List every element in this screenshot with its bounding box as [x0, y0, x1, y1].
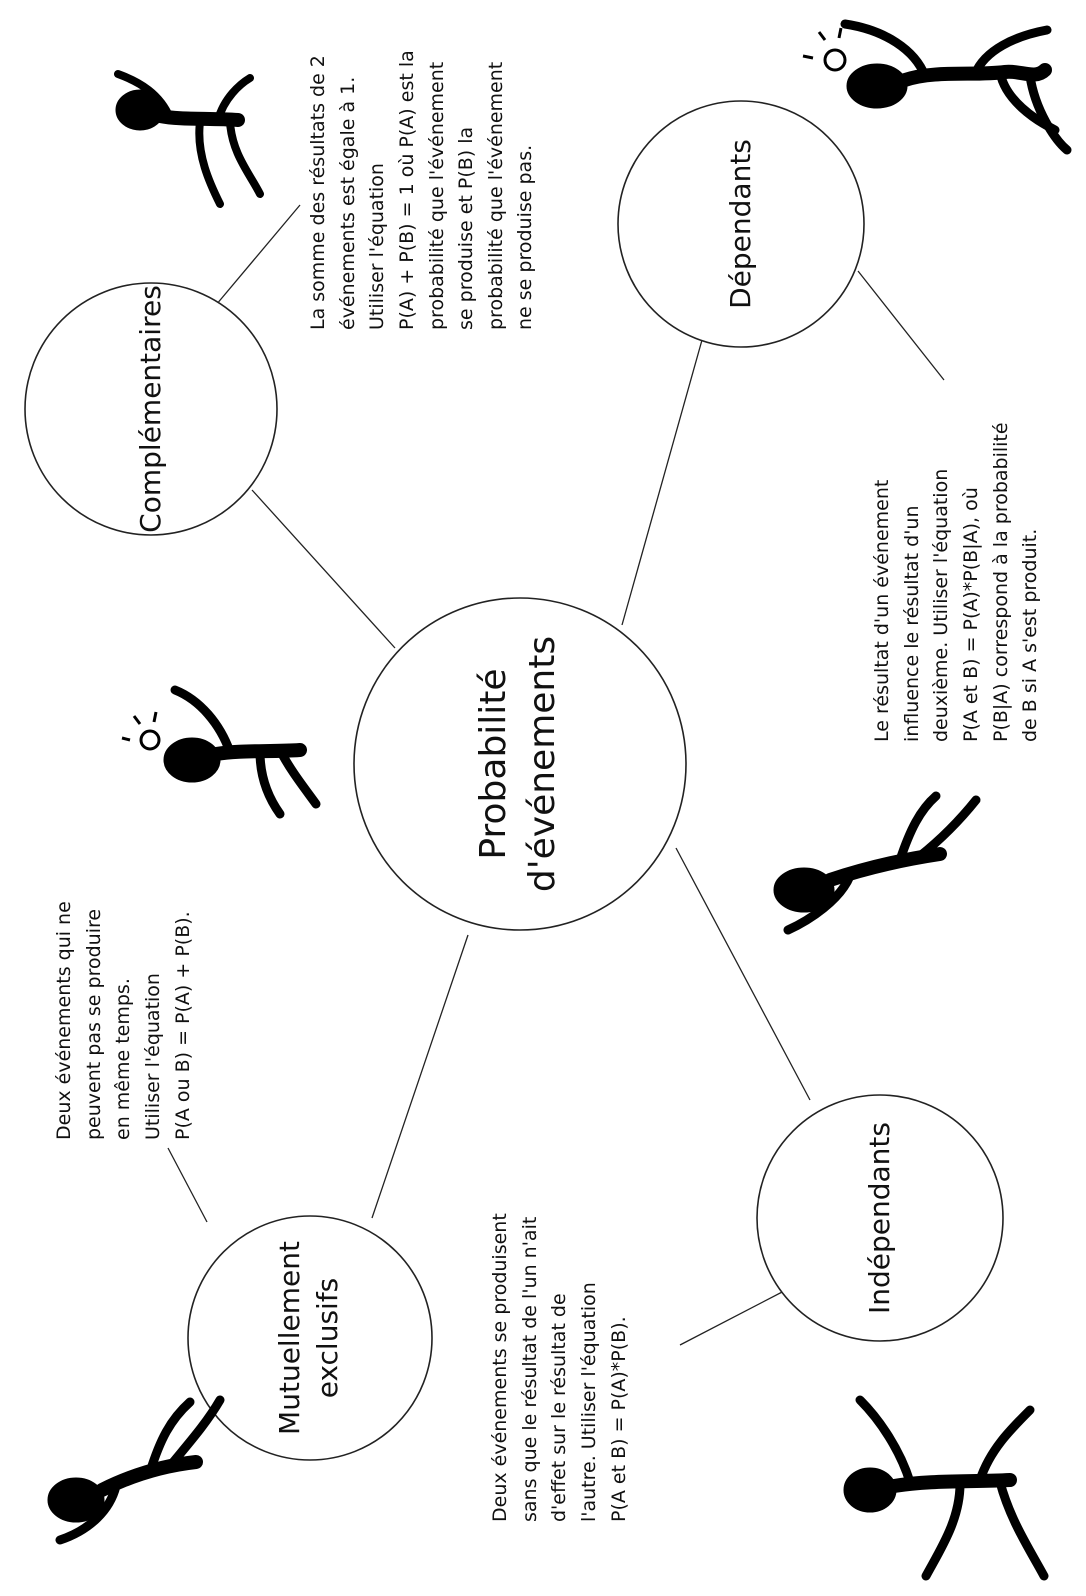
connector-dependants-note [857, 270, 945, 381]
stick-figure-exclaim-icon [114, 70, 264, 208]
dependants-label-text: Dépendants [724, 139, 757, 309]
dependants-note: Le résultat d'un événement influence le … [868, 422, 1046, 742]
dependants-label: Dépendants [722, 44, 760, 404]
note-line: d'effet sur le résultat de [548, 1293, 571, 1522]
complementaires-circle [24, 282, 278, 536]
note-line: P(B|A) correspond à la probabilité [989, 422, 1012, 742]
note-line: en même temps. [112, 978, 135, 1140]
note-line: P(A) + P(B) = 1 où P(A) est la [395, 50, 418, 330]
independants-circle [756, 1094, 1004, 1342]
center-label-line2: d'événements [521, 635, 563, 893]
note-line: deuxième. Utiliser l'équation [930, 468, 953, 742]
stick-figure-idea-icon [121, 685, 321, 819]
note-line: peuvent pas se produire [82, 908, 105, 1140]
center-label-line1: Probabilité [473, 668, 514, 860]
stick-figure-surprised-icon [843, 1395, 1049, 1581]
note-line: sans que le résultat de l'un n'ait [518, 1216, 541, 1522]
note-line: P(A et B) = P(A)*P(B). [607, 1316, 630, 1522]
note-line: P(A ou B) = P(A) + P(B). [171, 911, 194, 1140]
connector-complementaires-note [215, 204, 301, 306]
note-line: La somme des résultats de 2 [307, 55, 329, 330]
note-line: Deux événements qui ne [53, 901, 75, 1140]
mutuellement-note: Deux événements qui ne peuvent pas se pr… [50, 901, 198, 1140]
note-line: événements est égale à 1. [336, 76, 359, 330]
complementaires-label: Complémentaires [132, 229, 170, 589]
note-line: P(A et B) = P(A)*P(B|A), où [959, 487, 982, 742]
note-line: Utiliser l'équation [366, 163, 389, 330]
note-line: influence le résultat d'un [900, 505, 923, 743]
connector-mutuellement-note [167, 1147, 208, 1223]
mutuellement-label-line1: Mutuellement [273, 1241, 306, 1435]
note-line: se produise et P(B) la [455, 126, 478, 330]
note-line: ne se produise pas. [514, 144, 537, 330]
complementaires-label-text: Complémentaires [134, 285, 167, 533]
note-line: de B si A s'est produit. [1019, 528, 1042, 742]
mutuellement-label: Mutuellement exclusifs [271, 1158, 347, 1518]
independants-label: Indépendants [861, 1038, 899, 1398]
mutuellement-label-line2: exclusifs [310, 1277, 344, 1399]
connector-center-complementaires [251, 489, 396, 649]
independants-label-text: Indépendants [863, 1122, 896, 1314]
note-line: Le résultat d'un événement [871, 479, 893, 742]
mutuellement-circle [187, 1215, 433, 1461]
connector-independants-note [679, 1289, 787, 1346]
note-line: Utiliser l'équation [141, 973, 164, 1140]
complementaires-note: La somme des résultats de 2 événements e… [304, 50, 541, 330]
center-circle [353, 597, 687, 931]
connector-center-dependants [621, 339, 703, 626]
dependants-circle [617, 100, 865, 348]
stick-figure-confused-icon [47, 1395, 225, 1545]
stick-figure-lightbulb-icon [802, 19, 1072, 155]
note-line: l'autre. Utiliser l'équation [577, 1282, 600, 1522]
center-label: Probabilité d'événements [470, 554, 567, 974]
note-line: Deux événements se produisent [489, 1213, 511, 1522]
note-line: probabilité que l'événement [425, 61, 448, 330]
independants-note: Deux événements se produisent sans que l… [486, 1213, 634, 1522]
connector-center-independants [675, 847, 811, 1101]
connector-center-mutuellement [371, 934, 469, 1219]
note-line: probabilité que l'événement [484, 61, 507, 330]
stick-figure-question-icon [773, 791, 981, 935]
